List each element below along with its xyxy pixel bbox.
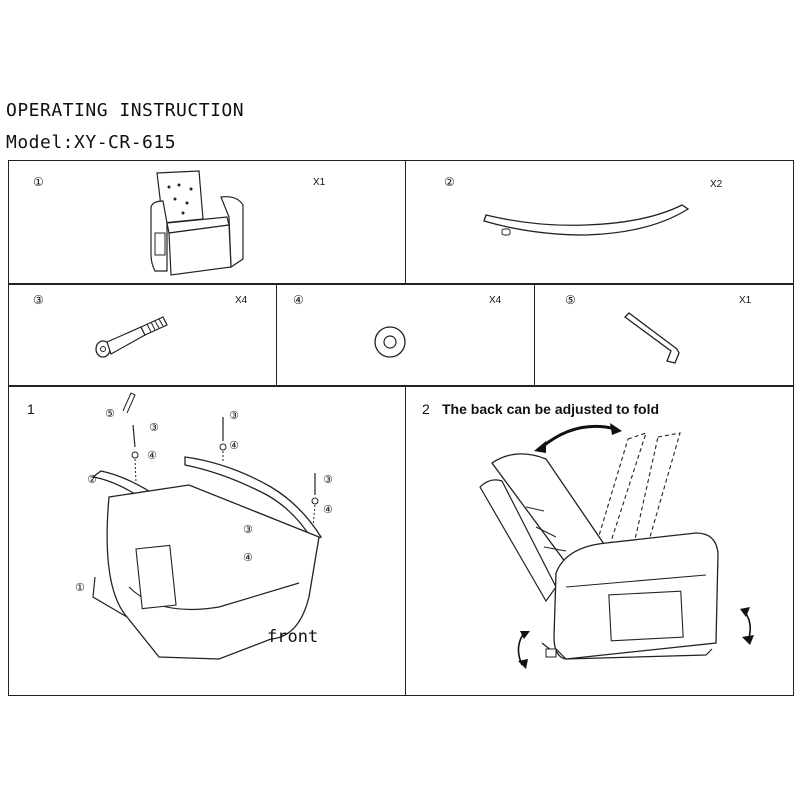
part-number: ④ (293, 293, 304, 307)
callout-rail: ② (87, 473, 97, 486)
part-quantity: X1 (313, 177, 326, 188)
part-number: ② (444, 175, 455, 189)
part-cell-1: ① X1 (8, 160, 407, 284)
callout-bolt: ③ (243, 523, 253, 536)
part-number: ③ (33, 293, 44, 307)
part-cell-2: ② X2 (405, 160, 794, 284)
allen-key-icon (624, 312, 680, 364)
assembly-diagram (91, 392, 322, 660)
part-quantity: X1 (739, 295, 752, 306)
recline-diagram (479, 423, 754, 669)
callout-bolt: ③ (149, 421, 159, 434)
callout-bolt: ③ (229, 409, 239, 422)
part-number: ① (33, 175, 44, 189)
callout-washer: ④ (229, 439, 239, 452)
callout-washer: ④ (243, 551, 253, 564)
recliner-chair-icon (150, 170, 244, 276)
model-number: Model:XY-CR-615 (6, 132, 177, 153)
rocker-rail-icon (483, 204, 690, 236)
callout-allen-key: ⑤ (105, 407, 115, 420)
callout-washer: ④ (323, 503, 333, 516)
part-quantity: X2 (710, 179, 723, 190)
part-number: ⑤ (565, 293, 576, 307)
washer-icon (374, 326, 406, 358)
callout-washer: ④ (147, 449, 157, 462)
part-cell-4: ④ X4 (276, 284, 536, 386)
part-cell-3: ③ X4 (8, 284, 277, 386)
part-quantity: X4 (235, 295, 248, 306)
step-caption: The back can be adjusted to fold (442, 401, 660, 417)
part-quantity: X4 (489, 295, 502, 306)
step-number: 1 (27, 401, 35, 417)
callout-chair: ① (75, 581, 85, 594)
step-number: 2 (422, 401, 430, 417)
bolt-icon (95, 316, 168, 358)
document-title: OPERATING INSTRUCTION (6, 100, 245, 121)
part-cell-5: ⑤ X1 (534, 284, 794, 386)
step-1-panel: 1 ⑤ ③ ④ ② ③ ④ ③ ④ ③ ④ ① front (8, 386, 407, 696)
callout-bolt: ③ (323, 473, 333, 486)
front-label: front (267, 627, 319, 647)
step-2-panel: 2 The back can be adjusted to fold (405, 386, 794, 696)
